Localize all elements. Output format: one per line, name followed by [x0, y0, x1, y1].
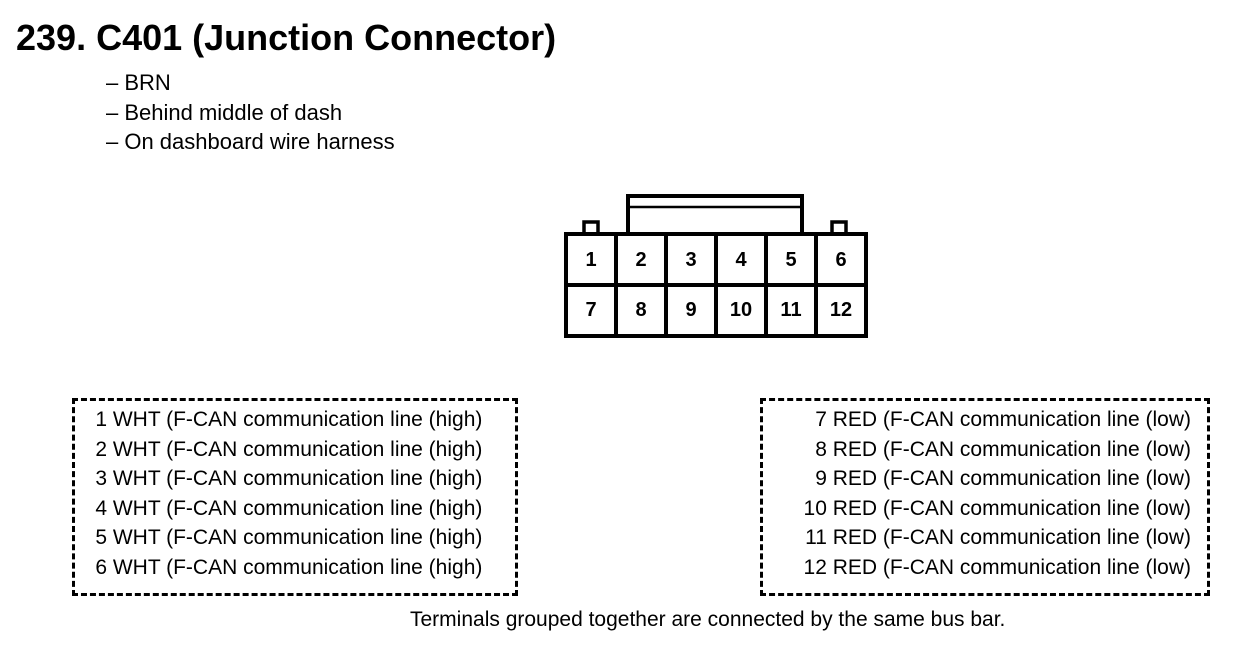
terminal-row: 1 WHT (F-CAN communication line (high) [85, 405, 482, 435]
connector-tab-left [582, 220, 600, 234]
note-location: – Behind middle of dash [106, 99, 343, 125]
terminal-number: 4 [95, 496, 107, 520]
terminal-description: RED (F-CAN communication line (low) [832, 467, 1191, 490]
pin-label: 7 [585, 299, 596, 321]
pin-label: 10 [730, 299, 752, 321]
pin-label: 2 [635, 249, 646, 271]
terminal-group-high: 1 WHT (F-CAN communication line (high) 2… [72, 398, 518, 596]
terminal-row: 3 WHT (F-CAN communication line (high) [85, 464, 482, 494]
connector-notes: – BRN – Behind middle of dash – On dashb… [106, 68, 395, 157]
terminal-number: 2 [95, 437, 107, 461]
terminal-number: 12 [803, 555, 827, 579]
terminal-description: RED (F-CAN communication line (low) [832, 496, 1191, 520]
note-color: – BRN [106, 70, 171, 95]
terminal-number: 9 [815, 467, 827, 490]
terminal-row: 5 WHT (F-CAN communication line (high) [85, 523, 482, 553]
terminal-row: 8 RED (F-CAN communication line (low) [797, 435, 1191, 465]
pin-label: 9 [685, 299, 696, 321]
terminal-description: WHT (F-CAN communication line (high) [112, 496, 483, 520]
note-harness: – On dashboard wire harness [106, 129, 395, 154]
terminal-number: 7 [815, 408, 827, 431]
terminal-number: 6 [95, 555, 107, 579]
page-title: 239. C401 (Junction Connector) [16, 17, 557, 58]
terminal-row: 2 WHT (F-CAN communication line (high) [85, 435, 482, 465]
terminal-description: RED (F-CAN communication line (low) [832, 437, 1191, 461]
terminal-description: WHT (F-CAN communication line (high) [112, 526, 483, 549]
terminal-description: RED (F-CAN communication line (low) [832, 408, 1191, 431]
pin-label: 11 [780, 299, 801, 321]
terminal-row: 9 RED (F-CAN communication line (low) [797, 464, 1191, 494]
terminal-description: WHT (F-CAN communication line (high) [112, 467, 483, 490]
terminal-description: WHT (F-CAN communication line (high) [112, 408, 483, 431]
connector-tab-right [830, 220, 848, 234]
pin-label: 8 [635, 299, 646, 321]
connector-latch [626, 194, 804, 234]
terminal-row: 7 RED (F-CAN communication line (low) [797, 405, 1191, 435]
bus-bar-footnote: Terminals grouped together are connected… [410, 608, 1006, 631]
terminal-number: 10 [803, 496, 827, 520]
terminal-description: WHT (F-CAN communication line (high) [112, 555, 483, 579]
terminal-row: 6 WHT (F-CAN communication line (high) [85, 553, 482, 583]
terminal-description: WHT (F-CAN communication line (high) [112, 437, 483, 461]
connector-diagram: 1 2 3 4 5 6 7 8 9 10 11 12 [564, 194, 868, 338]
terminal-number: 11 [805, 526, 827, 549]
terminal-number: 1 [95, 408, 107, 431]
pin-label: 12 [830, 299, 852, 321]
pin-label: 4 [735, 249, 747, 271]
terminal-row: 4 WHT (F-CAN communication line (high) [85, 494, 482, 524]
terminal-number: 8 [815, 437, 827, 461]
terminal-group-low: 7 RED (F-CAN communication line (low) 8 … [760, 398, 1210, 596]
pin-label: 1 [585, 249, 596, 271]
terminal-row: 12 RED (F-CAN communication line (low) [797, 553, 1191, 583]
terminal-number: 5 [95, 526, 107, 549]
terminal-number: 3 [95, 467, 107, 490]
pin-label: 6 [835, 249, 846, 271]
terminal-description: RED (F-CAN communication line (low) [832, 526, 1191, 549]
terminal-row: 11 RED (F-CAN communication line (low) [797, 523, 1191, 553]
terminal-description: RED (F-CAN communication line (low) [832, 555, 1191, 579]
terminal-row: 10 RED (F-CAN communication line (low) [797, 494, 1191, 524]
pin-label: 3 [685, 249, 696, 271]
pin-label: 5 [785, 249, 796, 271]
